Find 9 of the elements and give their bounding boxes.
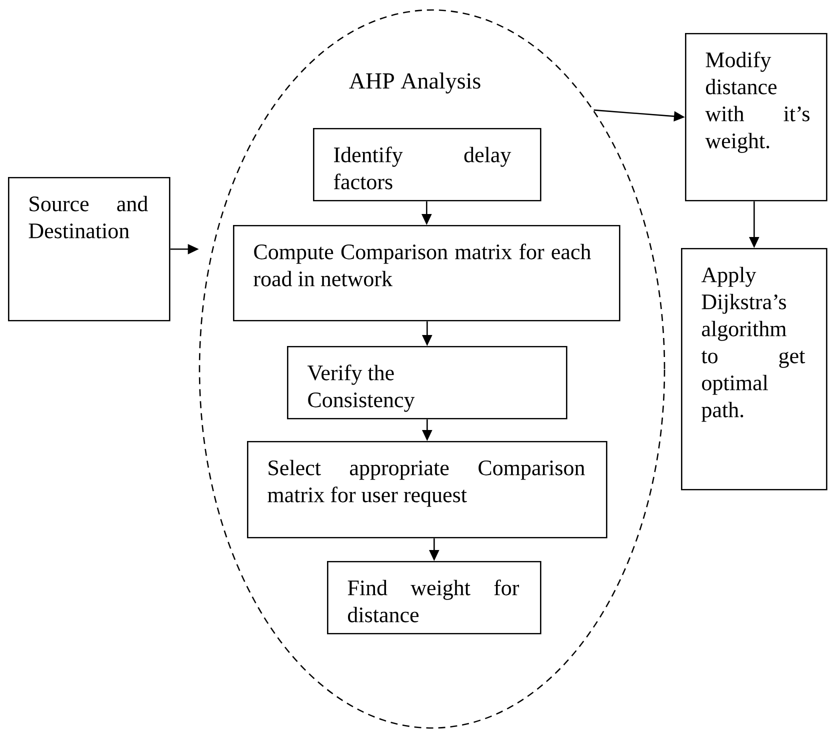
- group-title: AHP Analysis: [349, 72, 480, 94]
- process-box: Source and Destination: [8, 177, 170, 322]
- process-box: Identify delay factors: [313, 128, 542, 202]
- process-box: Compute Comparison matrix for each road in network: [233, 225, 620, 322]
- process-box: Apply Dijkstra’s algorithm to get optimal path.: [681, 248, 828, 490]
- process-box: Verify the Consistency: [287, 346, 568, 420]
- process-box: Select appropriate Comparison matrix for user request: [247, 441, 608, 538]
- process-box: Find weight for distance: [327, 561, 542, 634]
- process-box: Modify distance with it’s weight.: [685, 33, 828, 202]
